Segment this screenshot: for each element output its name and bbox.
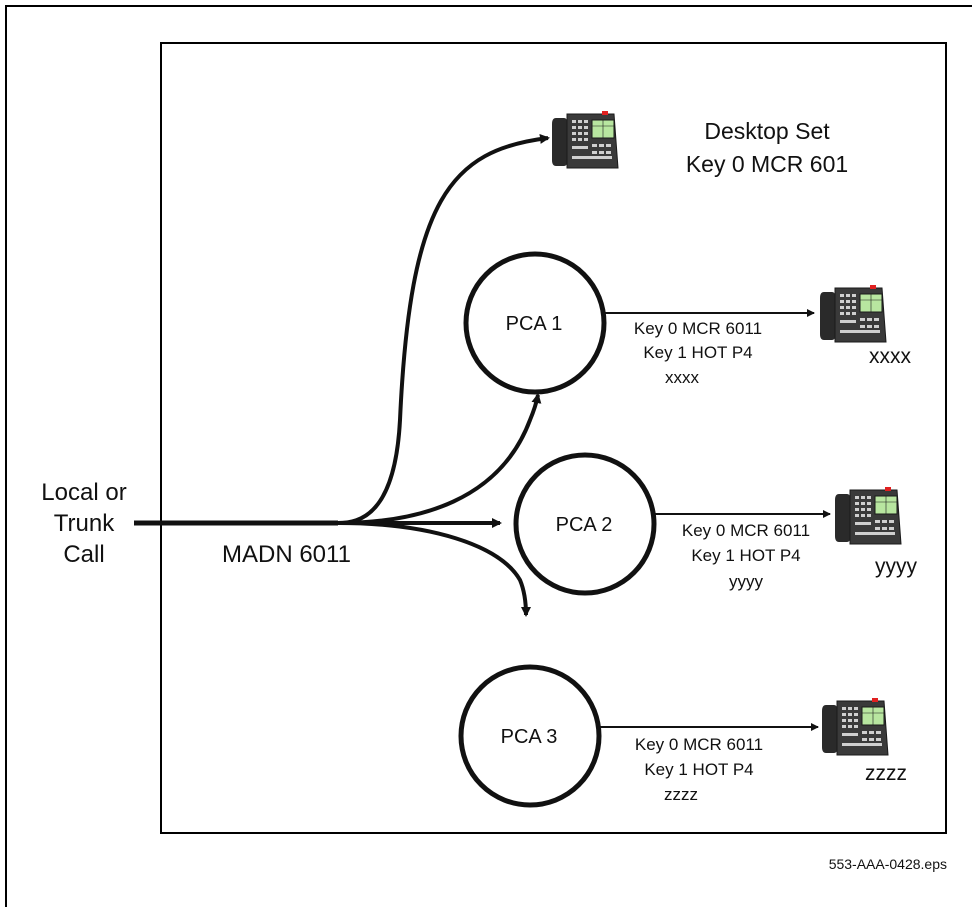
desk-phone-icon: [835, 487, 901, 544]
pca1-dn: xxxx: [665, 368, 700, 387]
madn-label: MADN 6011: [222, 541, 351, 568]
arrow-to-pca3: [338, 523, 526, 615]
arrow-to-pca1: [338, 395, 538, 523]
pca2-key0: Key 0 MCR 6011: [682, 521, 810, 540]
pca2-label: PCA 2: [556, 514, 613, 536]
pca1-key1: Key 1 HOT P4: [643, 343, 752, 362]
pca1-phone-label: xxxx: [869, 345, 912, 368]
source-label-line1: Local or: [41, 479, 126, 506]
pca3-label: PCA 3: [501, 726, 558, 748]
desk-phone-icon: [552, 111, 618, 168]
file-name-caption: 553-AAA-0428.eps: [829, 856, 947, 872]
pca3-key0: Key 0 MCR 6011: [635, 735, 763, 754]
pca3-dn: zzzz: [664, 785, 698, 804]
desk-phone-icon: [820, 285, 886, 342]
pca3-phone-label: zzzz: [865, 762, 907, 785]
desktop-set-title: Desktop Set: [704, 118, 830, 144]
pca2-key1: Key 1 HOT P4: [691, 546, 800, 565]
source-label-line2: Trunk: [54, 510, 115, 537]
desk-phone-icon: [822, 698, 888, 755]
pca1-key0: Key 0 MCR 6011: [634, 319, 762, 338]
pca1-label: PCA 1: [506, 313, 563, 335]
pca2-phone-label: yyyy: [875, 555, 918, 578]
desktop-set-key-line: Key 0 MCR 601: [686, 151, 848, 177]
source-label-line3: Call: [63, 541, 104, 568]
pca3-key1: Key 1 HOT P4: [644, 760, 753, 779]
pca2-dn: yyyy: [729, 572, 764, 591]
